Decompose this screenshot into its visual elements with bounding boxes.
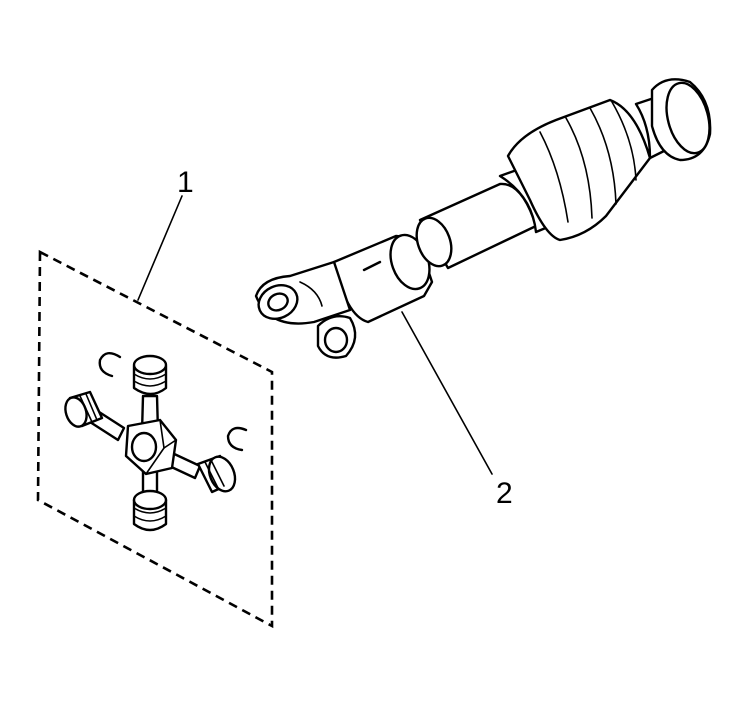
snap-ring-right	[226, 426, 248, 452]
callout-1-label: 1	[177, 166, 194, 199]
bearing-cap-top	[132, 354, 168, 396]
cross-body	[124, 418, 178, 476]
propeller-shaft-tube	[415, 182, 538, 270]
callout-2-label: 2	[496, 477, 513, 510]
bearing-cap-left	[64, 390, 104, 428]
snap-ring-top	[98, 352, 122, 378]
kit-boundary-dashed	[36, 249, 274, 629]
bearing-cap-bottom	[132, 489, 168, 532]
bearing-cap-right	[196, 454, 237, 494]
universal-joint-kit	[64, 352, 248, 532]
slip-yoke	[254, 233, 434, 359]
callout-1-leader	[137, 195, 183, 301]
callout-2-leader	[401, 311, 493, 475]
cv-joint-assembly	[498, 78, 712, 242]
